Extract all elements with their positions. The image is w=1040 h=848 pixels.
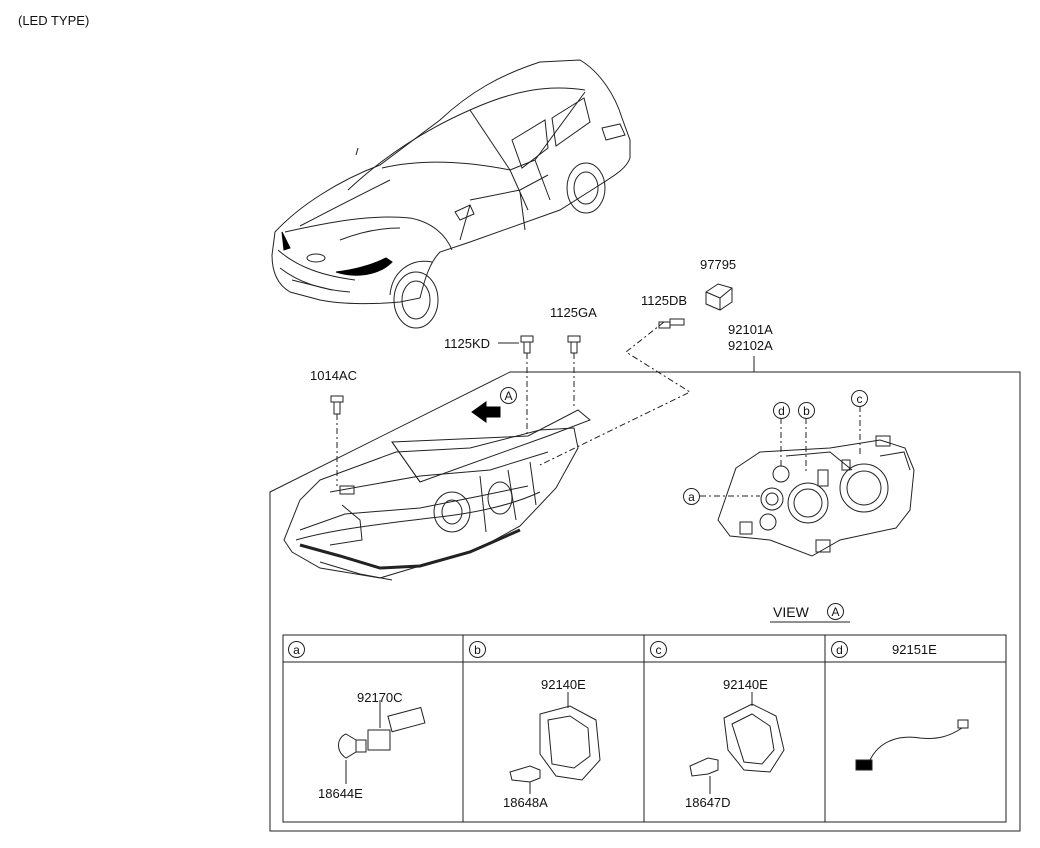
parts-table [282, 634, 1007, 823]
headlamp-assembly [283, 409, 591, 581]
module-97795-icon [705, 283, 733, 311]
table-col-b-letter: b [469, 641, 486, 658]
part-label-97795: 97795 [700, 257, 737, 272]
cover-cap-c-icon [689, 692, 785, 794]
highlight-headlamp-left [281, 231, 291, 251]
view-a-marker: A [500, 387, 517, 404]
part-label-1125db: 1125DB [641, 293, 688, 308]
part-label-92101a: 92101A [728, 322, 773, 337]
table-col-a-letter: a [288, 641, 305, 658]
callout-a: a [683, 488, 700, 505]
type-label: (LED TYPE) [18, 13, 90, 28]
direction-arrow-icon [471, 401, 501, 423]
part-label-1125kd: 1125KD [444, 336, 491, 351]
part-label-92140e-b: 92140E [541, 677, 586, 692]
part-label-18644e: 18644E [318, 786, 363, 801]
table-col-c-letter: c [650, 641, 667, 658]
bulb-socket-a-icon [338, 700, 426, 784]
part-label-18648a: 18648A [503, 795, 548, 810]
part-label-92102a: 92102A [728, 338, 773, 353]
bolt-1125ga-icon [567, 335, 581, 354]
table-col-d-letter: d [831, 641, 848, 658]
view-label-word: VIEW [773, 604, 809, 620]
view-label-letter: A [827, 603, 844, 620]
part-label-92140e-c: 92140E [723, 677, 768, 692]
highlight-headlamp-right [335, 257, 393, 276]
bolt-1125db-icon [658, 318, 685, 329]
bolt-1014ac-icon [330, 395, 344, 415]
part-label-1125ga: 1125GA [550, 305, 597, 320]
part-label-92170c: 92170C [357, 690, 403, 705]
wire-harness-d-icon [855, 719, 969, 771]
rear-view-diagram [717, 435, 915, 557]
part-label-1014ac: 1014AC [310, 368, 357, 383]
table-col-d-part: 92151E [892, 642, 937, 657]
bolt-1125kd-icon [520, 335, 534, 354]
callout-d: d [773, 402, 790, 419]
part-label-18647d: 18647D [685, 795, 731, 810]
car-illustration [271, 59, 631, 329]
cover-cap-b-icon [509, 692, 601, 794]
assembly-frame [269, 371, 1021, 832]
callout-c: c [851, 390, 868, 407]
callout-b: b [798, 402, 815, 419]
